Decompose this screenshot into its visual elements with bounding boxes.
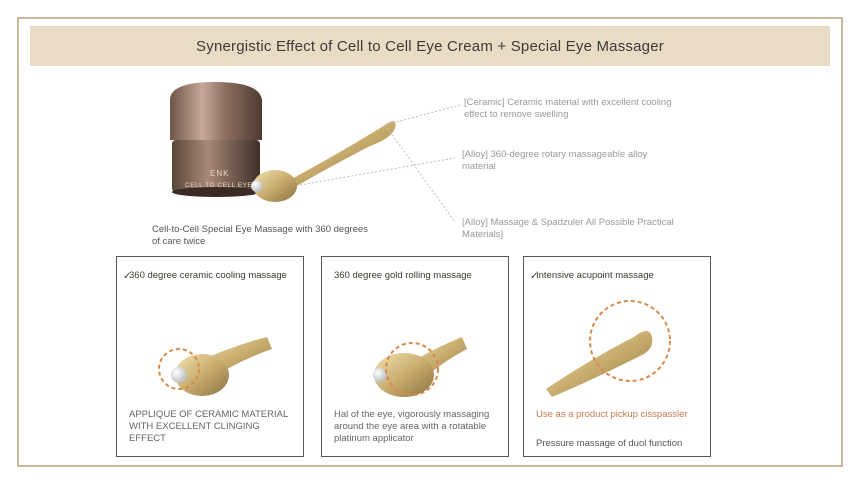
callout-alloy-spatula: [Alloy] Massage & Spadzuler All Possible… [462,217,674,240]
feature-card-ceramic: ✓ 360 degree ceramic cooling massage APP… [116,256,304,457]
callout-ceramic: [Ceramic] Ceramic material with excellen… [464,97,672,120]
feature-card-acupoint: ✓ Intensive acupoint massage Use as a pr… [523,256,711,457]
feature-card-gold-rolling: 360 degree gold rolling massage Hal of t… [321,256,509,457]
jar-name-label: CELL TO CELL EYE [185,182,253,189]
page-title: Synergistic Effect of Cell to Cell Eye C… [196,37,664,55]
card-caption: Hal of the eye, vigorously massaging aro… [334,409,490,444]
gold-roller-image [373,337,467,397]
outer-frame [17,17,843,467]
product-caption: Cell-to-Cell Special Eye Massage with 36… [152,224,368,247]
card-caption: Use as a product pickup cisspassler [536,409,688,420]
check-icon: ✓ [123,271,132,282]
card-title: 360 degree ceramic cooling massage [129,270,287,281]
card-caption-secondary: Pressure massage of duol function [536,438,683,449]
title-banner: Synergistic Effect of Cell to Cell Eye C… [30,26,830,66]
card-title: Intensive acupoint massage [536,270,654,281]
ceramic-roller-image [158,337,272,396]
callout-alloy-rotary: [Alloy] 360-degree rotary massageable al… [462,149,648,172]
check-icon: ✓ [530,271,539,282]
jar-brand-label: ENK [210,169,230,178]
card-title: 360 degree gold rolling massage [334,270,472,281]
card-caption: APPLIQUE OF CERAMIC MATERIAL WITH EXCELL… [129,409,288,444]
spatula-tip-image [546,300,671,397]
